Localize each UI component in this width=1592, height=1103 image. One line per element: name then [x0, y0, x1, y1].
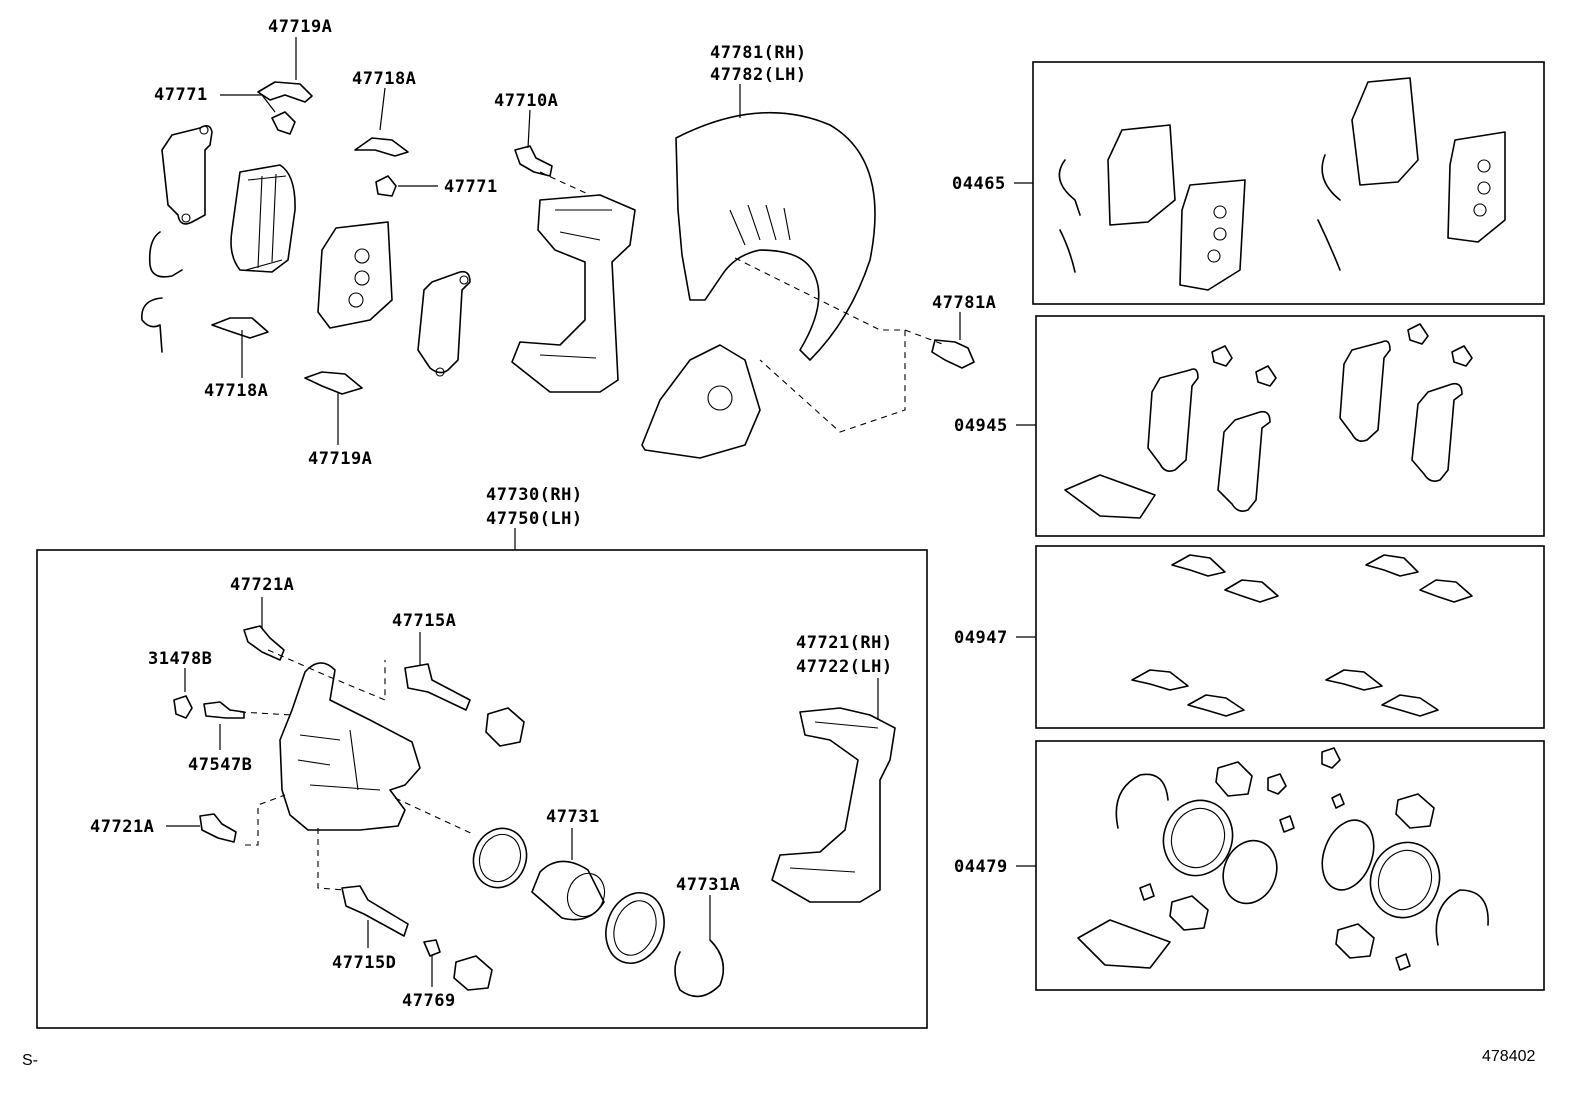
label-47750-lh: 47750(LH) — [486, 509, 583, 529]
label-47715A: 47715A — [392, 611, 457, 631]
label-47731A: 47731A — [676, 875, 741, 895]
label-47719A-bottom: 47719A — [308, 449, 373, 469]
kit-04479-box — [1035, 740, 1545, 991]
label-47781A: 47781A — [932, 293, 997, 313]
bushing-47769 — [423, 939, 441, 957]
label-47781-rh: 47781(RH) — [710, 43, 807, 63]
leader-lines — [166, 37, 1036, 987]
bleeder-bolt-47721A-left — [199, 813, 237, 843]
label-47718A-top: 47718A — [352, 69, 417, 89]
cap-31478B — [173, 695, 193, 719]
label-47782-lh: 47782(LH) — [710, 65, 807, 85]
label-47721A-top: 47721A — [230, 575, 295, 595]
kit-04947-box — [1035, 545, 1545, 729]
label-47715D: 47715D — [332, 953, 397, 973]
label-47730-rh: 47730(RH) — [486, 485, 583, 505]
label-47721-rh: 47721(RH) — [796, 633, 893, 653]
caliper-bolt-47710A — [514, 145, 553, 177]
caliper-assembly-box — [36, 549, 928, 1029]
dust-shield — [641, 111, 876, 459]
dust-seal-ring — [472, 827, 528, 889]
retaining-ring-47731A — [674, 939, 725, 998]
bolt-47781A — [931, 339, 975, 369]
diagram-number: 478402 — [1482, 1048, 1536, 1065]
inner-shim — [417, 270, 471, 377]
label-47718A-bottom: 47718A — [204, 381, 269, 401]
bleeder-bolt-47721A — [243, 625, 285, 661]
label-47731: 47731 — [546, 807, 600, 827]
kit-04465-box — [1032, 61, 1545, 305]
label-47547B: 47547B — [188, 755, 253, 775]
inner-pad — [230, 164, 296, 273]
assembly-dashed-lines — [239, 171, 946, 891]
label-47721A-left: 47721A — [90, 817, 155, 837]
label-47771-mid: 47771 — [444, 177, 498, 197]
label-47771-top: 47771 — [154, 85, 208, 105]
kit-04479-parts — [1077, 747, 1489, 971]
wear-indicator-spring — [141, 231, 183, 353]
piston-seal — [605, 892, 665, 964]
mounting-bracket-top — [511, 194, 636, 393]
plug-47547B — [203, 701, 245, 719]
outer-shim — [161, 124, 213, 225]
label-47719A-top: 47719A — [268, 17, 333, 37]
label-47710A: 47710A — [494, 91, 559, 111]
kit-04945-box — [1035, 315, 1545, 537]
label-31478B: 31478B — [148, 649, 213, 669]
pin-boot-top — [485, 707, 525, 747]
kit-04465-parts — [1058, 77, 1506, 291]
pin-boot-bottom — [453, 955, 493, 991]
piston-47731 — [531, 860, 606, 921]
label-kit-04479: 04479 — [954, 857, 1008, 877]
footer-left-mark: S- — [22, 1052, 38, 1069]
label-47769: 47769 — [402, 991, 456, 1011]
kit-04945-parts — [1064, 323, 1473, 519]
slide-pin-47715A — [404, 663, 471, 711]
kit-04947-parts — [1131, 554, 1473, 717]
label-47722-lh: 47722(LH) — [796, 657, 893, 677]
mounting-bracket-47721 — [771, 707, 896, 903]
label-kit-04945: 04945 — [954, 416, 1008, 436]
caliper-body — [279, 662, 421, 831]
label-kit-04947: 04947 — [954, 628, 1008, 648]
slide-pin-47715D — [341, 885, 409, 937]
outer-pad — [317, 221, 393, 329]
clips-top — [211, 81, 409, 395]
label-kit-04465: 04465 — [952, 174, 1006, 194]
